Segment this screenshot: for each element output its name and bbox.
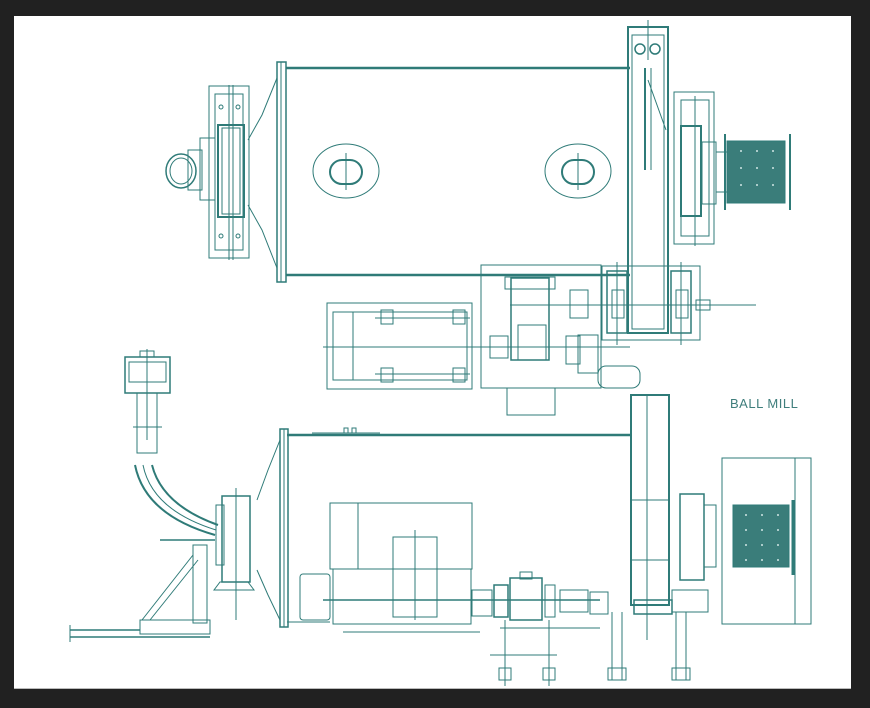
trommel-housing	[721, 457, 812, 625]
feed-trunnion-bearing-plan	[165, 85, 250, 260]
drawing-title: BALL MILL	[730, 396, 799, 411]
mill-shell-elevation	[256, 427, 630, 628]
feed-trunnion-bearing-elevation	[213, 488, 255, 620]
foundation-bolts	[490, 612, 691, 686]
main-reducer-elevation	[471, 571, 609, 629]
auxiliary-drive-plan	[565, 334, 641, 389]
feed-hopper	[124, 349, 171, 454]
trommel-screen-plan	[716, 134, 791, 210]
plan-view	[165, 20, 791, 416]
mill-shell-plan	[247, 61, 630, 283]
girth-gear-plan	[627, 20, 669, 334]
support-frame	[69, 544, 211, 642]
trommel-screen-elevation	[732, 500, 795, 575]
girth-gear-elevation	[630, 394, 673, 640]
manhole-right	[544, 143, 612, 199]
discharge-trunnion-bearing-plan	[673, 91, 717, 246]
feed-chute	[134, 464, 219, 541]
main-motor-plan	[323, 302, 490, 390]
elevation-view	[69, 349, 812, 686]
discharge-trunnion-bearing-elevation	[671, 493, 717, 613]
pinion-bearings-plan	[601, 262, 756, 345]
main-motor-elevation	[299, 502, 600, 633]
manhole-left	[312, 143, 380, 199]
